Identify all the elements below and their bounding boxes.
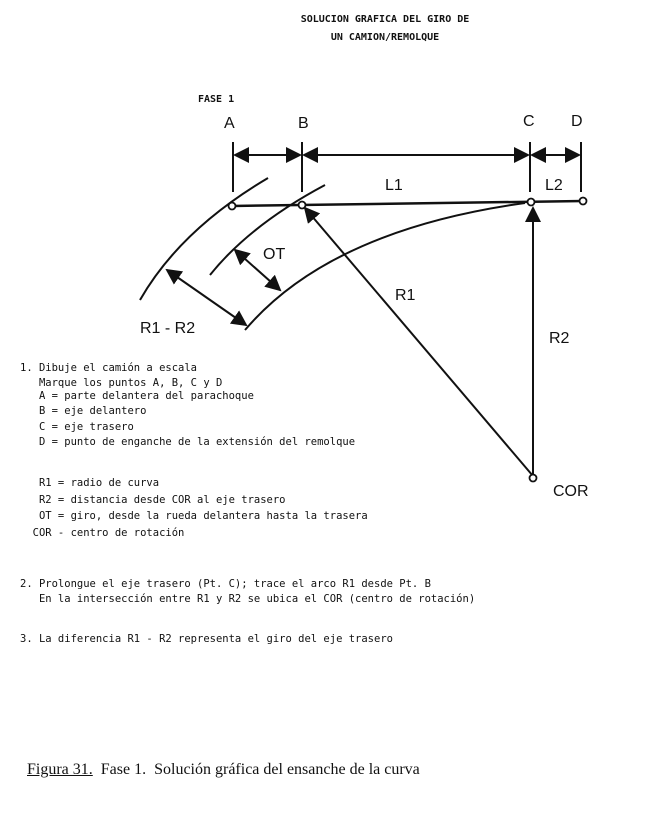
step1-line: B = eje delantero bbox=[20, 405, 147, 417]
title-line-2: UN CAMION/REMOLQUE bbox=[330, 32, 440, 43]
label-d: D bbox=[571, 113, 583, 130]
outer-arc bbox=[139, 177, 269, 301]
step1-line: 1. Dibuje el camión a escala bbox=[20, 362, 198, 374]
title-line-1: SOLUCION GRAFICA DEL GIRO DE bbox=[300, 14, 470, 25]
label-r1-r2: R1 - R2 bbox=[140, 320, 196, 337]
point-a bbox=[227, 201, 237, 211]
ot-arrow bbox=[233, 248, 282, 292]
definition-line: OT = giro, desde la rueda delantera hast… bbox=[20, 510, 368, 522]
step1-line: A = parte delantera del parachoque bbox=[20, 390, 254, 402]
definition-line: R1 = radio de curva bbox=[20, 477, 160, 489]
step2-line: En la intersección entre R1 y R2 se ubic… bbox=[20, 593, 476, 605]
phase-label: FASE 1 bbox=[198, 94, 235, 105]
point-b bbox=[297, 200, 307, 210]
step3-line: 3. La diferencia R1 - R2 representa el g… bbox=[20, 633, 393, 645]
definition-line: COR - centro de rotación bbox=[20, 527, 185, 539]
label-cor: COR bbox=[553, 483, 589, 500]
inner-arc bbox=[209, 184, 326, 276]
point-d bbox=[578, 196, 588, 206]
point-c bbox=[526, 197, 536, 207]
label-r2: R2 bbox=[549, 330, 570, 347]
label-l1: L1 bbox=[385, 177, 403, 194]
label-b: B bbox=[298, 115, 309, 132]
definition-line: R2 = distancia desde COR al eje trasero bbox=[20, 494, 286, 506]
label-r1: R1 bbox=[395, 287, 416, 304]
label-c: C bbox=[523, 113, 535, 130]
label-l2: L2 bbox=[545, 177, 563, 194]
step1-line: C = eje trasero bbox=[20, 421, 134, 433]
step1-line: D = punto de enganche de la extensión de… bbox=[20, 436, 356, 448]
r2-arc bbox=[244, 202, 526, 331]
label-a: A bbox=[224, 115, 235, 132]
label-ot: OT bbox=[263, 246, 286, 263]
point-cor bbox=[528, 473, 538, 483]
figure-caption: Figura 31. Fase 1. Solución gráfica del … bbox=[27, 761, 420, 779]
step2-line: 2. Prolongue el eje trasero (Pt. C); tra… bbox=[20, 578, 431, 590]
caption-text: Fase 1. Solución gráfica del ensanche de… bbox=[92, 761, 420, 778]
r1-r2-arrow bbox=[165, 268, 248, 327]
figure-number: Figura 31. bbox=[27, 761, 93, 778]
step1-line: Marque los puntos A, B, C y D bbox=[20, 377, 223, 389]
r1-line bbox=[303, 206, 534, 477]
